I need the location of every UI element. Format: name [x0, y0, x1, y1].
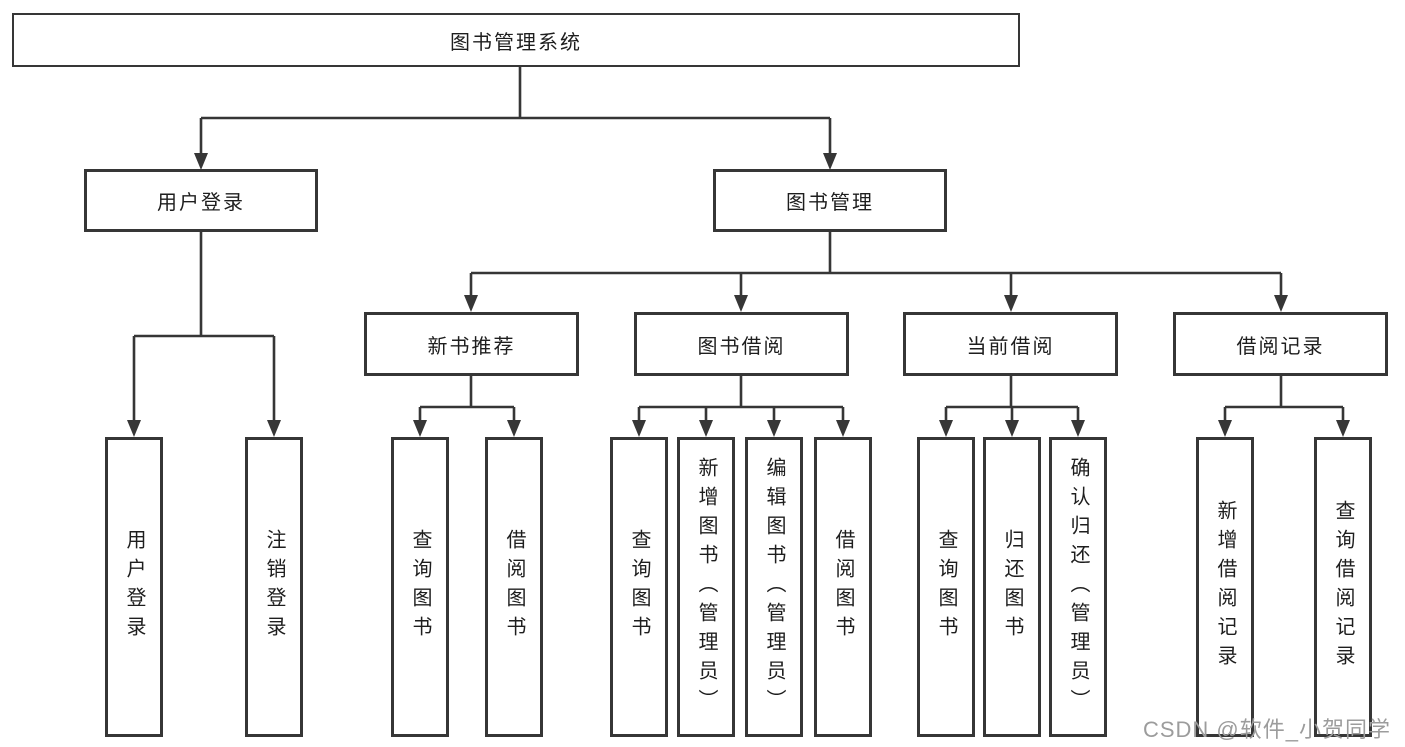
- leaf-label: 注销登录: [263, 529, 285, 645]
- leaf-label: 查询图书: [409, 529, 431, 645]
- leaf-borrow-books: 借阅图书: [814, 437, 872, 737]
- node-book-management: 图书管理: [713, 169, 947, 232]
- node-label: 用户登录: [157, 192, 245, 214]
- node-label: 新书推荐: [427, 335, 516, 358]
- leaf-label: 归还图书: [1001, 529, 1023, 645]
- arrowhead-icons: [127, 153, 1350, 437]
- leaf-label: 查询借阅记录: [1332, 500, 1354, 674]
- node-label: 图书管理: [786, 192, 874, 214]
- leaf-user-login: 用户登录: [105, 437, 163, 737]
- leaf-return-books: 归还图书: [983, 437, 1041, 737]
- leaf-borrow-books: 借阅图书: [485, 437, 543, 737]
- leaf-query-books: 查询图书: [917, 437, 975, 737]
- node-label: 图书借阅: [697, 335, 786, 358]
- node-user-login: 用户登录: [84, 169, 318, 232]
- leaf-add-books-admin: 新增图书（管理员）: [677, 437, 735, 737]
- node-borrow-records: 借阅记录: [1173, 312, 1388, 376]
- leaf-label: 查询图书: [935, 529, 957, 645]
- node-current-borrow: 当前借阅: [903, 312, 1118, 376]
- node-new-book-recommend: 新书推荐: [364, 312, 579, 376]
- node-label: 当前借阅: [966, 335, 1055, 358]
- leaf-label: 确认归还（管理员）: [1067, 456, 1089, 718]
- leaf-edit-books-admin: 编辑图书（管理员）: [745, 437, 803, 737]
- leaf-label: 借阅图书: [503, 529, 525, 645]
- csdn-watermark: CSDN @软件_小贺同学: [1142, 717, 1391, 742]
- leaf-query-books: 查询图书: [610, 437, 668, 737]
- node-label: 借阅记录: [1236, 335, 1325, 358]
- leaf-label: 新增图书（管理员）: [695, 456, 717, 718]
- leaf-logout: 注销登录: [245, 437, 303, 737]
- node-library-management-system: 图书管理系统: [12, 13, 1020, 67]
- leaf-confirm-return-admin: 确认归还（管理员）: [1049, 437, 1107, 737]
- leaf-label: 编辑图书（管理员）: [763, 456, 785, 718]
- node-label: 图书管理系统: [450, 31, 582, 54]
- node-book-borrow: 图书借阅: [634, 312, 849, 376]
- leaf-label: 用户登录: [123, 529, 145, 645]
- leaf-query-books: 查询图书: [391, 437, 449, 737]
- leaf-query-borrow-record: 查询借阅记录: [1314, 437, 1372, 737]
- leaf-label: 借阅图书: [832, 529, 854, 645]
- leaf-label: 新增借阅记录: [1214, 500, 1236, 674]
- leaf-label: 查询图书: [628, 529, 650, 645]
- leaf-add-borrow-record: 新增借阅记录: [1196, 437, 1254, 737]
- connector-line-paths: [132, 67, 1345, 422]
